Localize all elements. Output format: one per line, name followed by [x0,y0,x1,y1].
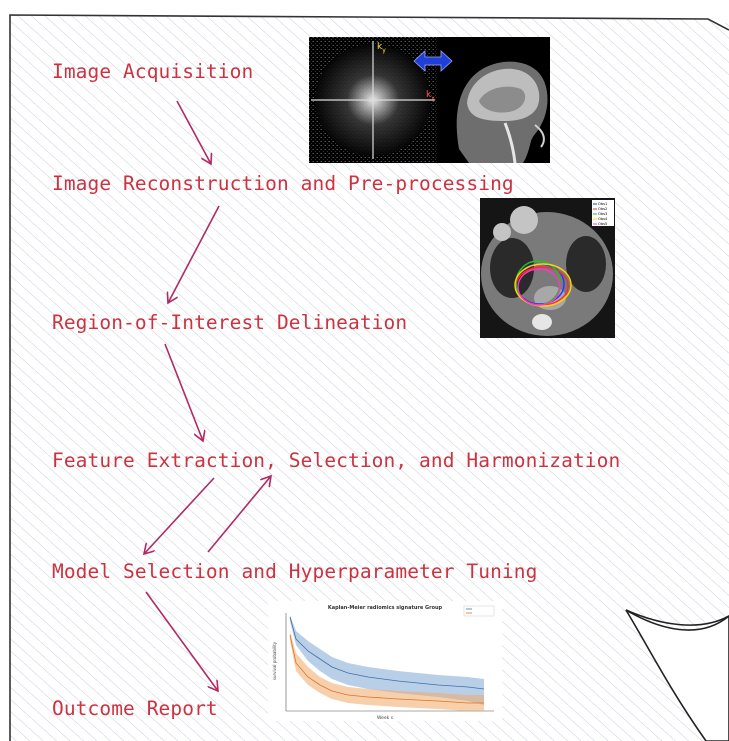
ct-legend [592,200,614,226]
step-image-acquisition: Image Acquisition [52,60,254,83]
step-model-selection: Model Selection and Hyperparameter Tunin… [52,560,538,583]
svg-text:Obs2: Obs2 [598,207,607,211]
kx-label: kx [426,90,435,102]
svg-text:Week s: Week s [377,715,394,721]
mri-kspace-image: ky kx [309,37,550,163]
km-title: Kaplan-Meier radiomics signature Group [328,605,443,611]
kaplan-meier-plot: Kaplan-Meier radiomics signature Group s… [268,601,502,721]
step-feature-extraction: Feature Extraction, Selection, and Harmo… [52,449,621,472]
svg-text:Obs5: Obs5 [598,222,607,226]
arrow-model-to-outcome [145,591,218,691]
transform-double-arrow-icon [413,50,453,72]
arrow-features-to-model [144,477,215,554]
arrow-model-to-features [207,476,271,553]
step-outcome-report: Outcome Report [52,697,218,720]
ct-contour-image: Obs1 Obs2 Obs3 Obs4 Obs5 [480,198,615,338]
svg-text:Obs4: Obs4 [598,217,608,221]
svg-text:survival probability: survival probability [272,641,277,680]
arrow-roi-to-features [164,343,203,441]
step-roi-delineation: Region-of-Interest Delineation [52,311,408,334]
ky-label: ky [377,42,386,54]
page-curl [625,609,729,741]
svg-text:Obs1: Obs1 [598,202,607,206]
sagittal-head-icon [456,61,548,163]
step-image-reconstruction: Image Reconstruction and Pre-processing [52,172,514,195]
arrow-acquisition-to-reconstruction [176,100,211,164]
arrow-reconstruction-to-roi [168,205,220,303]
svg-text:Obs3: Obs3 [598,212,607,216]
